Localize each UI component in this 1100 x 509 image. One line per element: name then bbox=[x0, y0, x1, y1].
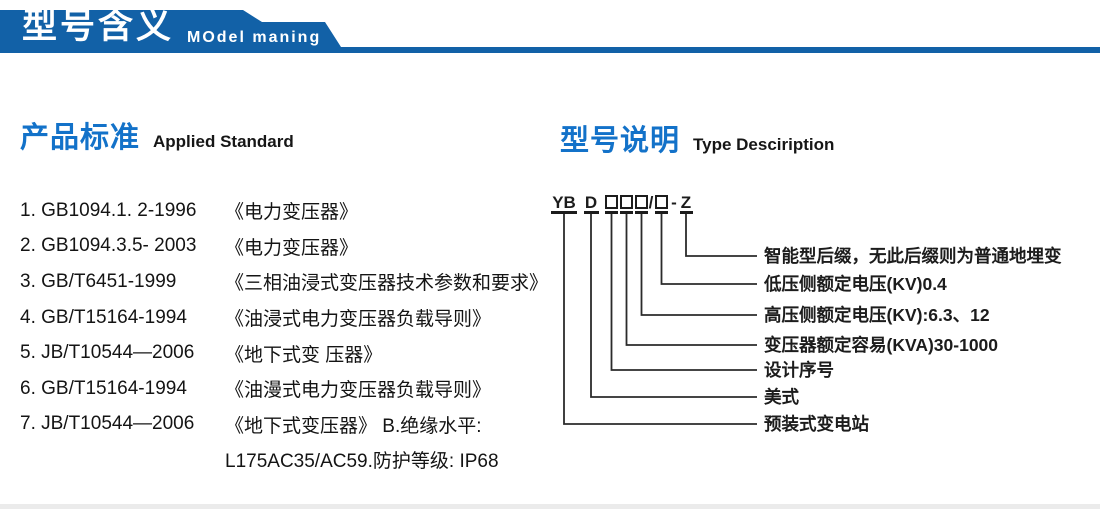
standards-item: 3. GB/T6451-1999 《三相油浸式变压器技术参数和要求》 bbox=[20, 264, 548, 300]
label-capacity: 变压器额定容易(KVA)30-1000 bbox=[764, 335, 998, 355]
standard-title: L175AC35/AC59.防护等级: IP68 bbox=[225, 451, 499, 473]
standards-heading-zh: 产品标准 bbox=[20, 122, 141, 154]
code-box-capacity bbox=[620, 195, 633, 209]
standard-code: 5. JB/T10544—2006 bbox=[20, 342, 195, 364]
type-heading: 型号说明 Type Desciription bbox=[560, 117, 834, 159]
page-subtitle: MOdel maning bbox=[187, 29, 322, 46]
standard-code: 2. GB1094.3.5- 2003 bbox=[20, 235, 197, 257]
connector-design bbox=[610, 214, 757, 371]
underline-box3 bbox=[635, 211, 648, 214]
standards-heading-en: Applied Standard bbox=[153, 132, 294, 151]
code-box-hv bbox=[635, 195, 648, 209]
underline-box4 bbox=[655, 211, 668, 214]
standards-list: 1. GB1094.1. 2-1996 《电力变压器》 2. GB1094.3.… bbox=[20, 193, 548, 478]
standard-code: 1. GB1094.1. 2-1996 bbox=[20, 199, 197, 221]
label-hv: 高压侧额定电压(KV):6.3、12 bbox=[764, 305, 990, 325]
type-heading-en: Type Desciription bbox=[693, 135, 835, 154]
standard-title: 《三相油浸式变压器技术参数和要求》 bbox=[225, 273, 549, 295]
label-style: 美式 bbox=[764, 387, 799, 407]
standard-title: 《地下式变 压器》 bbox=[225, 344, 383, 366]
connector-style bbox=[590, 214, 757, 398]
page-bottom-edge bbox=[0, 504, 1100, 509]
standards-item-continuation: L175AC35/AC59.防护等级: IP68 bbox=[20, 442, 548, 478]
type-heading-zh: 型号说明 bbox=[560, 125, 681, 157]
label-suffix: 智能型后缀，无此后缀则为普通地埋变 bbox=[764, 246, 1062, 266]
underline-style bbox=[584, 211, 599, 214]
standards-item: 5. JB/T10544—2006 《地下式变 压器》 bbox=[20, 335, 548, 371]
standards-heading: 产品标准 Applied Standard bbox=[20, 114, 294, 156]
underline-box2 bbox=[620, 211, 633, 214]
standards-item: 2. GB1094.3.5- 2003 《电力变压器》 bbox=[20, 229, 548, 265]
code-dash: - bbox=[671, 193, 677, 212]
code-prefix: YB bbox=[552, 193, 576, 212]
standard-title: 《电力变压器》 bbox=[225, 237, 359, 259]
standards-item: 7. JB/T10544—2006 《地下式变压器》 B.绝缘水平: bbox=[20, 407, 548, 443]
code-box-design-序号 bbox=[605, 195, 618, 209]
standard-code: 4. GB/T15164-1994 bbox=[20, 306, 187, 328]
standard-title: 《电力变压器》 bbox=[225, 202, 359, 224]
standard-code: 7. JB/T10544—2006 bbox=[20, 413, 195, 435]
standards-item: 4. GB/T15164-1994 《油浸式电力变压器负载导则》 bbox=[20, 300, 548, 336]
underline-suffix bbox=[680, 211, 693, 214]
connector-hv bbox=[640, 214, 757, 316]
code-slash: / bbox=[649, 193, 654, 212]
connector-capacity bbox=[625, 214, 757, 346]
label-prefix: 预装式变电站 bbox=[764, 414, 869, 434]
code-style: D bbox=[585, 193, 597, 212]
connector-prefix bbox=[563, 214, 757, 425]
standard-title: 《油浸式电力变压器负载导则》 bbox=[225, 309, 492, 331]
code-box-lv bbox=[655, 195, 668, 209]
underline-box1 bbox=[605, 211, 618, 214]
standard-title: 《地下式变压器》 B.绝缘水平: bbox=[225, 415, 482, 437]
standard-code: 3. GB/T6451-1999 bbox=[20, 270, 177, 292]
standard-code: 6. GB/T15164-1994 bbox=[20, 377, 187, 399]
page-title: 型号含义 bbox=[22, 7, 175, 46]
code-suffix: Z bbox=[681, 193, 691, 212]
connector-suffix bbox=[685, 214, 757, 257]
connector-lv bbox=[660, 214, 757, 285]
label-lv: 低压侧额定电压(KV)0.4 bbox=[763, 274, 947, 294]
model-code-diagram: YB D / - Z 智能型后缀，无此后缀则为普通地埋变 低压侧额定电压(KV)… bbox=[551, 193, 1062, 434]
label-design: 设计序号 bbox=[764, 360, 834, 380]
underline-prefix bbox=[551, 211, 577, 214]
standards-item: 6. GB/T15164-1994 《油漫式电力变压器负载导则》 bbox=[20, 371, 548, 407]
standard-title: 《油漫式电力变压器负载导则》 bbox=[225, 380, 492, 402]
standards-item: 1. GB1094.1. 2-1996 《电力变压器》 bbox=[20, 193, 548, 229]
